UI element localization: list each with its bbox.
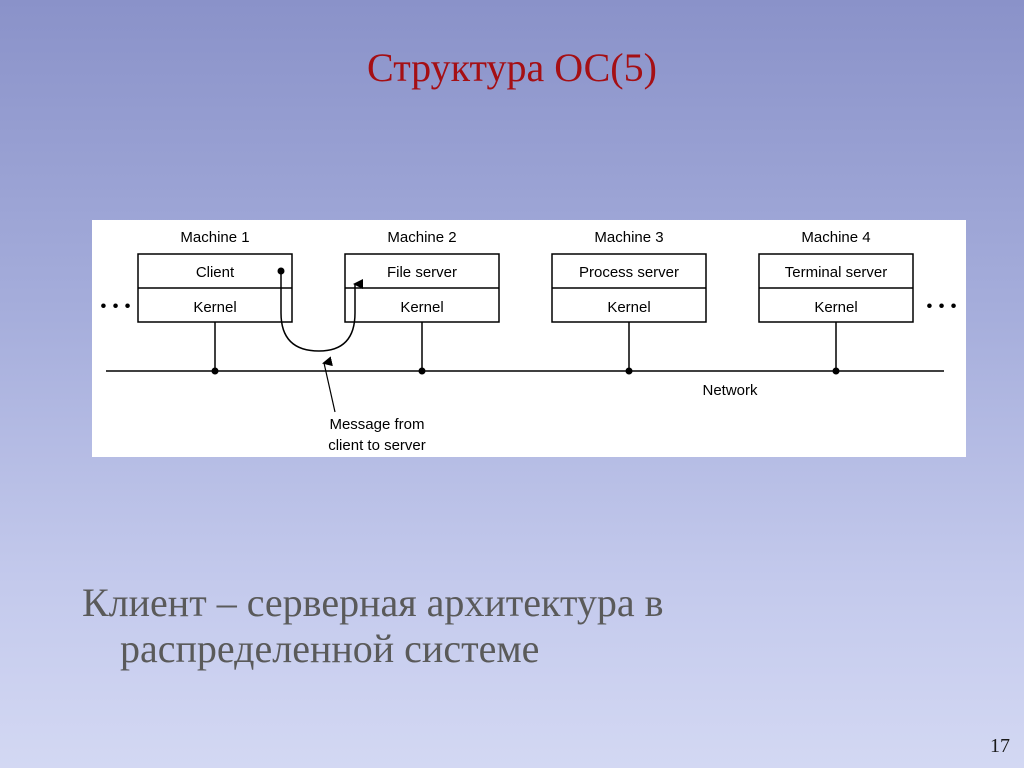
- machine-2-process: File server: [387, 264, 457, 281]
- machine-3-label: Machine 3: [594, 229, 663, 246]
- machine-1-process: Client: [196, 264, 235, 281]
- message-pointer-arrow: [322, 356, 336, 413]
- page-number: 17: [990, 735, 1010, 757]
- ellipsis-left: • • •: [101, 298, 132, 315]
- machine-3-process: Process server: [579, 264, 679, 281]
- machine-4-process: Terminal server: [785, 264, 888, 281]
- machine-2: Machine 2 File server Kernel: [344, 229, 500, 375]
- ellipsis-right: • • •: [927, 298, 958, 315]
- message-label-line1: Message from: [329, 416, 424, 433]
- client-server-diagram: Machine 1 Client Kernel Machine 2 File s…: [101, 229, 958, 454]
- caption-line-1: Клиент – серверная архитектура в: [82, 580, 664, 625]
- machine-1-label: Machine 1: [180, 229, 249, 246]
- machine-1: Machine 1 Client Kernel: [137, 229, 293, 375]
- diagram-panel: Machine 1 Client Kernel Machine 2 File s…: [92, 220, 966, 457]
- machine-3: Machine 3 Process server Kernel: [551, 229, 707, 375]
- machine-2-label: Machine 2: [387, 229, 456, 246]
- slide-caption: Клиент – серверная архитектура в распред…: [82, 580, 982, 672]
- network-label: Network: [702, 382, 758, 399]
- machine-4-kernel: Kernel: [814, 299, 857, 316]
- machine-2-kernel: Kernel: [400, 299, 443, 316]
- slide-title: Структура ОС(5): [367, 45, 657, 90]
- machine-1-kernel: Kernel: [193, 299, 236, 316]
- message-path: [280, 271, 363, 352]
- caption-line-2: распределенной системе: [120, 626, 540, 671]
- message-label-line2: client to server: [328, 437, 426, 454]
- machine-3-kernel: Kernel: [607, 299, 650, 316]
- machine-4: Machine 4 Terminal server Kernel: [758, 229, 914, 375]
- machine-4-label: Machine 4: [801, 229, 870, 246]
